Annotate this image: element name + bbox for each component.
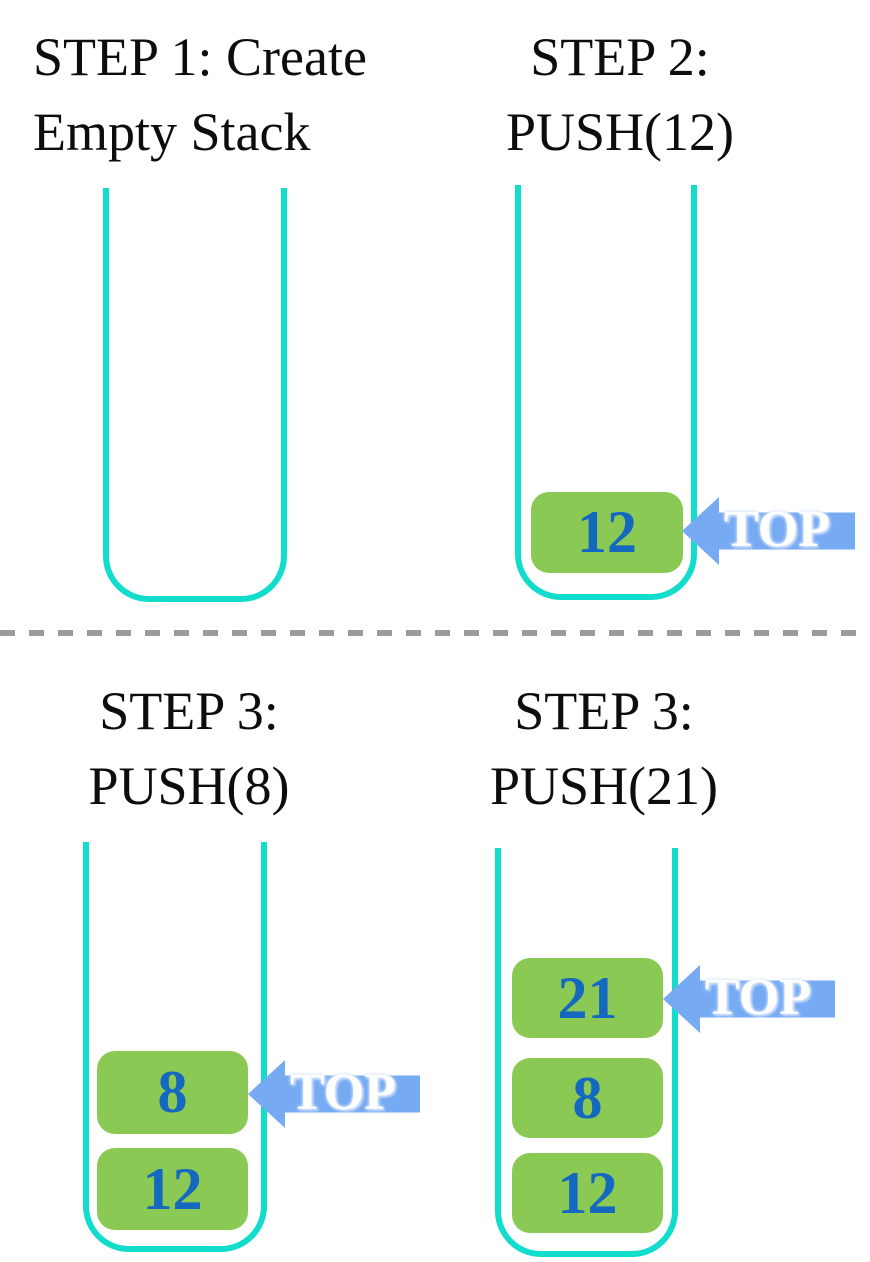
- left-arrow-icon: [682, 497, 719, 565]
- dashed-divider: [0, 630, 870, 636]
- top-label: TOP: [290, 1063, 396, 1121]
- step3a-title-line1: STEP 3:: [99, 681, 279, 741]
- arrow-tail: [717, 512, 855, 550]
- step3b-stack-item-21: 21: [512, 958, 663, 1038]
- step3b-stack-container: [495, 848, 678, 1257]
- step3a-title-line2: PUSH(8): [88, 756, 290, 816]
- step3b-stack-item-12: 12: [512, 1153, 663, 1233]
- step3b-title: STEP 3: PUSH(21): [444, 674, 764, 824]
- step2-title-line2: PUSH(12): [505, 102, 735, 162]
- step3a-top-pointer: TOP: [248, 1060, 420, 1128]
- step3a-title: STEP 3: PUSH(8): [29, 674, 349, 824]
- arrow-tail: [698, 980, 835, 1018]
- step3b-title-line1: STEP 3:: [514, 681, 694, 741]
- step2-title: STEP 2: PUSH(12): [455, 20, 785, 170]
- step1-title: STEP 1: Create Empty Stack: [33, 20, 433, 170]
- step1-title-line1: STEP 1: Create: [33, 27, 367, 87]
- step2-stack-item-12: 12: [531, 492, 683, 573]
- step1-title-line2: Empty Stack: [33, 102, 311, 162]
- top-label: TOP: [705, 968, 811, 1026]
- step3a-stack-container: [83, 842, 267, 1252]
- left-arrow-icon: [663, 965, 700, 1033]
- step2-title-line1: STEP 2:: [530, 27, 710, 87]
- step2-top-pointer: TOP: [682, 497, 855, 565]
- step3a-stack-item-12: 12: [97, 1148, 248, 1230]
- step3b-stack-item-8: 8: [512, 1058, 663, 1138]
- step3a-stack-item-8: 8: [97, 1051, 248, 1134]
- step3b-title-line2: PUSH(21): [489, 756, 719, 816]
- step3b-top-pointer: TOP: [663, 965, 835, 1033]
- arrow-tail: [283, 1075, 420, 1113]
- left-arrow-icon: [248, 1060, 285, 1128]
- step2-stack-container: [515, 185, 697, 600]
- step1-stack-container: [103, 188, 287, 602]
- top-label: TOP: [724, 500, 830, 558]
